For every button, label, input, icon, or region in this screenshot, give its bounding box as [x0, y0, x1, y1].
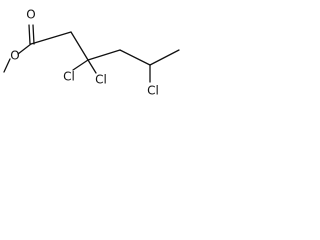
chlorine-side-label: Cl	[147, 84, 159, 98]
molecule-diagram: O O Cl Cl Cl	[3, 8, 180, 98]
ch2-to-ccl2-bond	[70, 31, 89, 61]
chlorine-left-label: Cl	[63, 70, 75, 84]
chlorine-right-label: Cl	[95, 73, 107, 87]
ccl2-to-ch2-bond	[87, 49, 121, 61]
chcl-to-ch3-bond	[149, 49, 180, 66]
ccl2-to-right-cl-bond	[87, 59, 97, 74]
carbonyl-double-bond-2	[32, 24, 35, 45]
carbonyl-to-ch2-bond	[30, 31, 72, 45]
methyl-to-ester-o-bond	[3, 58, 11, 73]
carbonyl-double-bond-1	[28, 24, 31, 45]
ch2-to-chcl-bond	[119, 49, 151, 66]
ester-oxygen-label: O	[10, 49, 19, 63]
ccl2-to-left-cl-bond	[72, 59, 89, 71]
structure-canvas: O O Cl Cl Cl	[0, 0, 195, 125]
ester-o-to-carbonyl-bond	[17, 43, 32, 55]
carbonyl-oxygen-label: O	[26, 8, 35, 22]
